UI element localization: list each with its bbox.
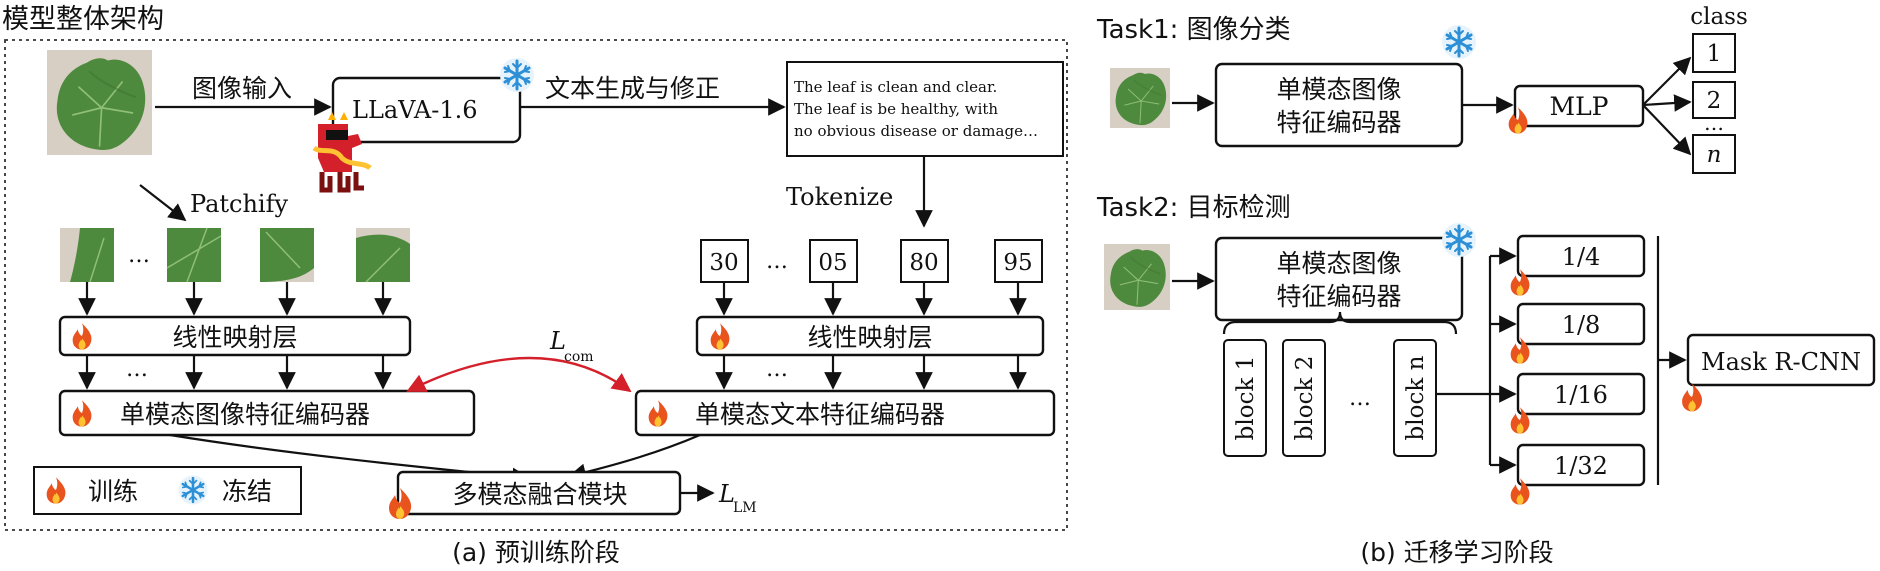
patch-image: [166, 227, 222, 283]
class-box: [1692, 134, 1736, 174]
linear-to-encoder-arrows: [78, 355, 1027, 390]
task1-encoder-line2: 特征编码器: [1276, 108, 1401, 137]
task2-encoder-line1: 单模态图像: [1276, 249, 1401, 278]
linear-layer-text: [695, 315, 1045, 357]
task2-title: Task2: 目标检测: [1096, 193, 1291, 223]
token-box: [900, 239, 949, 283]
mask-rcnn-box: [1686, 333, 1876, 387]
class-label: class: [1690, 4, 1748, 30]
llava-label: LLaVA-1.6: [352, 96, 478, 124]
token-value: 05: [818, 250, 847, 276]
block-box: [1393, 339, 1437, 457]
patch-image: [59, 227, 115, 283]
token-to-linear-arrows: [715, 282, 1027, 316]
task1-encoder-line1: 单模态图像: [1276, 75, 1401, 104]
snowflake-icon: [498, 56, 536, 94]
mlp-output-arrows: [1642, 56, 1692, 156]
token-box: [809, 239, 858, 283]
class-box: [1692, 33, 1736, 73]
patch-to-linear-arrows: [78, 282, 392, 316]
block-box: [1282, 339, 1326, 457]
left-panel-caption: (a) 预训练阶段: [452, 538, 620, 567]
scale-label: 1/8: [1562, 311, 1601, 339]
arrow-ellipsis: …: [126, 357, 148, 382]
leaf-image: [45, 48, 154, 157]
task2-encoder-box: [1214, 236, 1464, 322]
text-gen-label: 文本生成与修正: [545, 74, 720, 103]
legend-train-label: 训练: [88, 477, 138, 506]
linear-layer-label: 线性映射层: [807, 323, 932, 352]
image-input-label: 图像输入: [192, 74, 292, 103]
loss-lm-sub: LM: [733, 500, 757, 516]
tokenize-label: Tokenize: [786, 183, 893, 211]
right-panel-caption: (b) 迁移学习阶段: [1360, 538, 1553, 567]
loss-com-sub: com: [564, 349, 594, 365]
caption-box: [786, 61, 1064, 157]
snowflake-icon: [1440, 23, 1478, 61]
block-label: block 1: [1233, 356, 1259, 441]
llama-mascot: [312, 112, 372, 193]
scale-box: [1516, 443, 1646, 487]
patch-ellipsis: …: [128, 243, 150, 268]
block-ellipsis: …: [1349, 386, 1371, 411]
caption-line-2: The leaf is be healthy, with: [794, 100, 998, 118]
scale-box: [1516, 302, 1646, 346]
patch-image: [259, 227, 315, 283]
block-label: block n: [1403, 355, 1429, 440]
class-value: 2: [1707, 88, 1722, 114]
token-value: 30: [709, 250, 738, 276]
class-box: [1692, 81, 1736, 119]
block-box: [1223, 339, 1267, 457]
text-encoder-box: [634, 389, 1056, 437]
arrow-ellipsis: …: [766, 357, 788, 382]
linear-layer-image: [58, 315, 412, 357]
legend-box: [33, 466, 302, 515]
leaf-image: [1103, 243, 1171, 311]
task1-title: Task1: 图像分类: [1096, 15, 1291, 45]
token-value: 95: [1003, 250, 1032, 276]
text-encoder-label: 单模态文本特征编码器: [695, 400, 945, 429]
block-label: block 2: [1292, 356, 1318, 441]
leaf-image: [1109, 67, 1171, 129]
image-encoder-box: [58, 389, 476, 437]
loss-com-main: L: [549, 327, 566, 355]
class-value: 1: [1707, 41, 1722, 67]
caption-line-3: no obvious disease or damage…: [794, 122, 1038, 140]
scale-label: 1/16: [1554, 381, 1608, 409]
token-box: [700, 239, 749, 283]
fusion-label: 多模态融合模块: [452, 480, 627, 509]
patchify-label: Patchify: [190, 190, 288, 218]
patchify-arrow: [139, 184, 187, 222]
contrastive-loss-arrow: [406, 356, 632, 393]
class-ellipsis: …: [1704, 111, 1724, 135]
fpn-branch-arrows: [1490, 247, 1517, 474]
token-box: [994, 239, 1043, 283]
linear-layer-label: 线性映射层: [172, 323, 297, 352]
mask-rcnn-label: Mask R-CNN: [1701, 348, 1861, 376]
class-value: n: [1707, 142, 1722, 168]
caption-line-1: The leaf is clean and clear.: [794, 78, 997, 96]
token-value: 80: [909, 250, 938, 276]
left-panel-title: 模型整体架构: [2, 4, 164, 35]
text-to-fusion-arrow: [568, 433, 701, 481]
llava-box: [331, 76, 522, 144]
loss-lm-main: L: [718, 480, 735, 508]
mlp-label: MLP: [1549, 92, 1608, 121]
pretrain-frame: [4, 39, 1068, 531]
snowflake-icon: [1440, 221, 1478, 259]
patch-image: [355, 227, 411, 283]
legend-freeze-label: 冻结: [222, 477, 272, 506]
scale-label: 1/32: [1554, 452, 1608, 480]
snowflake-icon: [177, 474, 209, 506]
image-encoder-label: 单模态图像特征编码器: [120, 400, 370, 429]
scale-box: [1516, 234, 1646, 278]
block-brace: [1222, 311, 1458, 335]
scale-label: 1/4: [1562, 243, 1601, 271]
scale-box: [1516, 372, 1646, 416]
fire-icon: [1682, 383, 1703, 412]
task2-encoder-line2: 特征编码器: [1276, 282, 1401, 311]
token-ellipsis: …: [766, 249, 788, 274]
